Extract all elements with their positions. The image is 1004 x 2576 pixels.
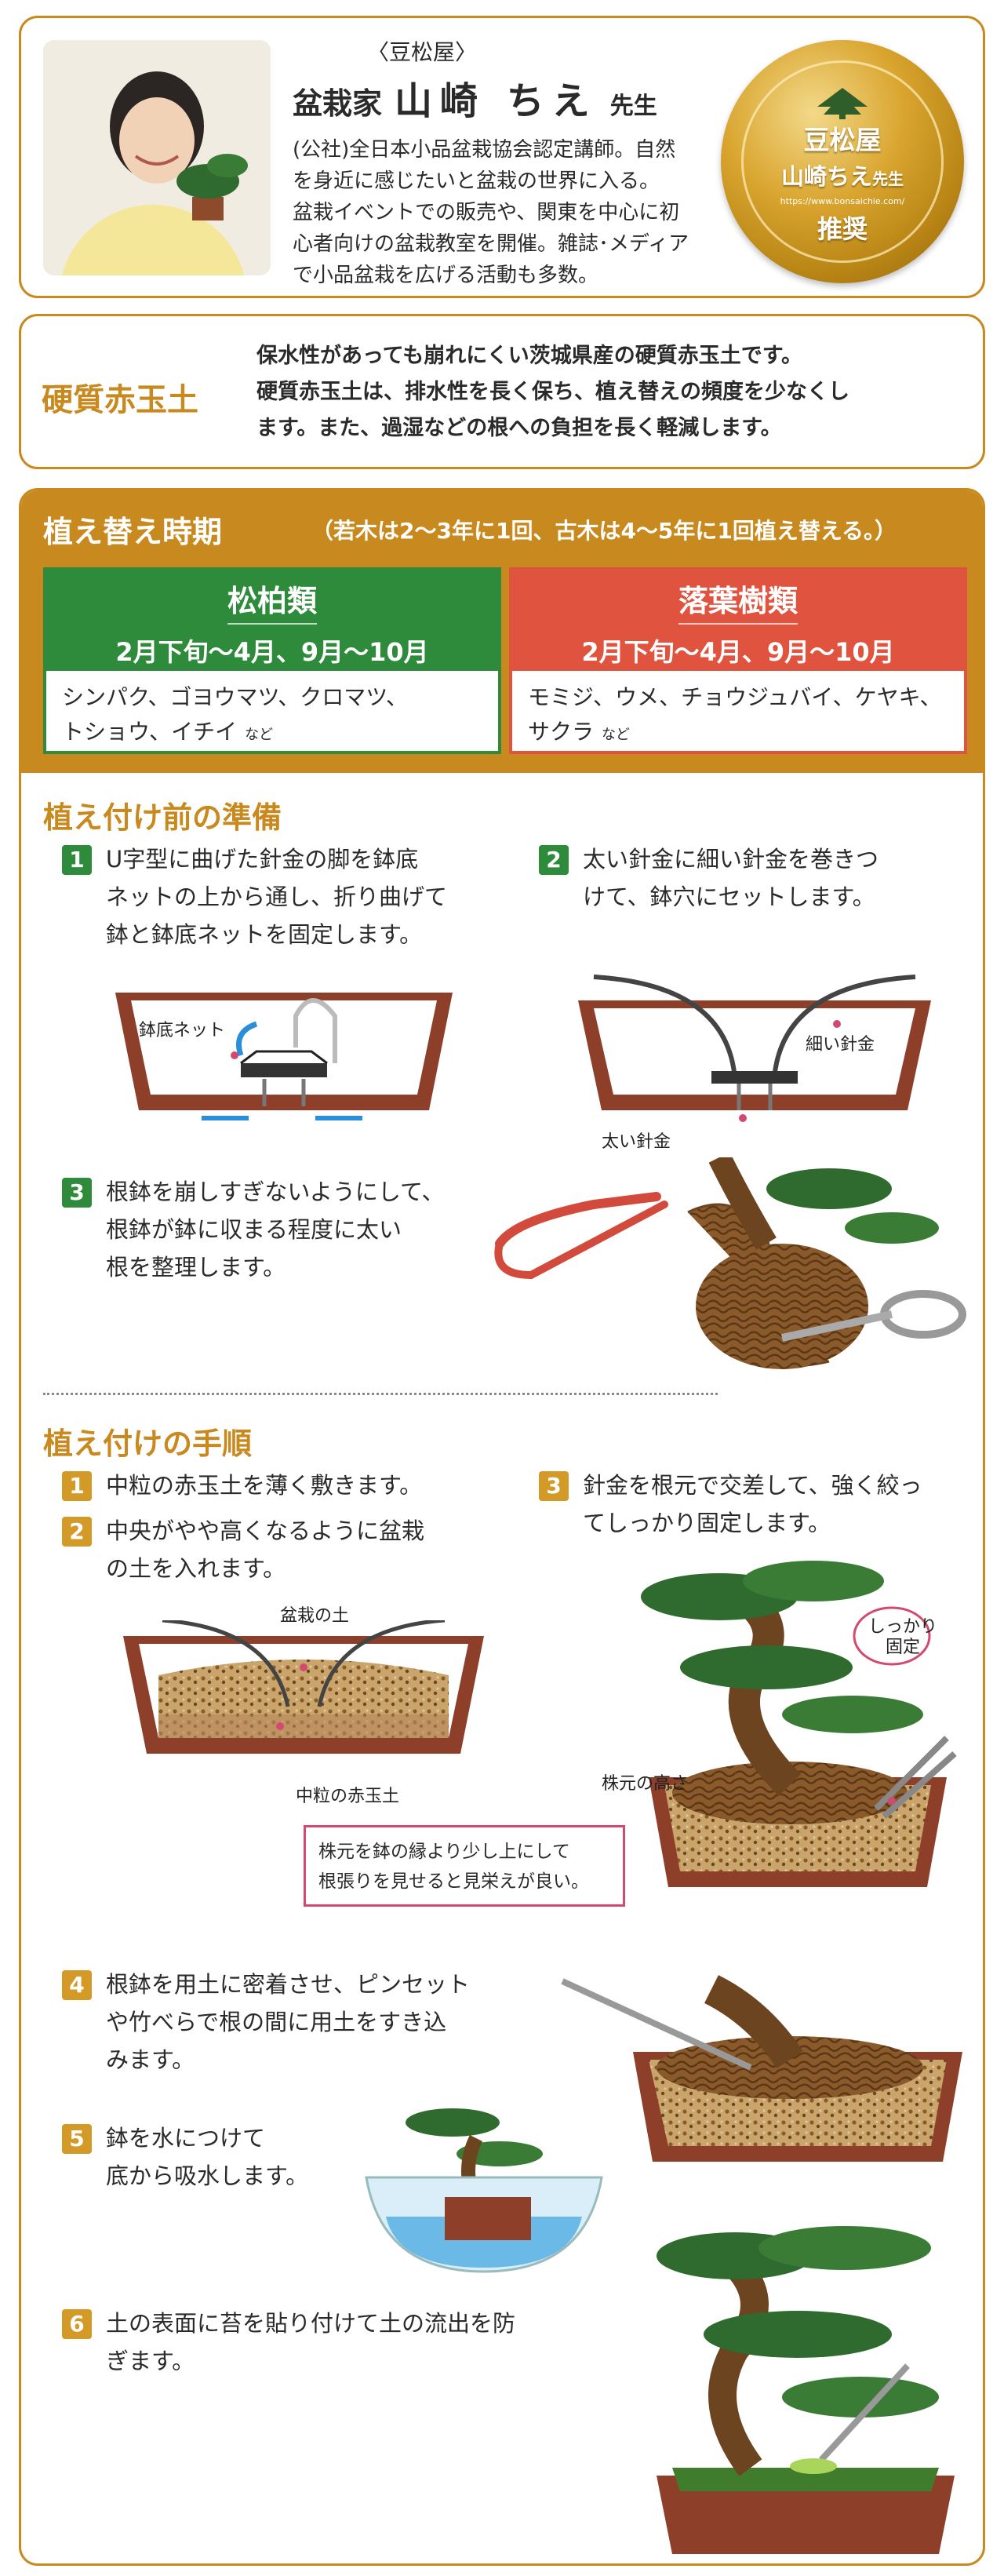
prep-step-3: 3 根鉢を崩しすぎないようにして、根鉢が鉢に収まる程度に太い根を整理します。 [62, 1173, 501, 1286]
teacher-title: 盆栽家 [293, 86, 383, 121]
product-title: 硬質赤玉土 [42, 382, 198, 418]
proc-step-4: 4 根鉢を用土に密着させ、ピンセットや竹べらで根の間に用土をすき込みます。 [62, 1966, 548, 2079]
root-trimming-illustration [494, 1157, 966, 1369]
section-divider [43, 1393, 718, 1395]
seal-url: https://www.bonsaichie.com/ [780, 196, 905, 206]
seal-recommend: 推奨 [817, 214, 868, 244]
card-trees: モミジ、ウメ、チョウジュバイ、ケヤキ、 サクラなど [528, 684, 942, 745]
card-name: 松柏類 [227, 570, 317, 625]
profile-card: 〈豆松屋〉 盆栽家 山崎 ちえ 先生 (公社)全日本小品盆栽協会認定講師。自然 … [19, 16, 985, 298]
soil-filling-illustration [561, 1975, 962, 2162]
timing-card-deciduous: 落葉樹類 2月下旬～4月、9月～10月 モミジ、ウメ、チョウジュバイ、ケヤキ、 … [509, 567, 967, 754]
pot-net-illustration [115, 993, 453, 1120]
moss-illustration [657, 2226, 955, 2554]
label-base-height: 株元の高さ [602, 1774, 689, 1794]
card-trees: シンパク、ゴヨウマツ、クロマツ、 トショウ、イチイなど [62, 684, 409, 745]
soil-pot-illustration [123, 1620, 484, 1754]
label-firm: しっかり固定 [868, 1617, 938, 1657]
pine-fixing-illustration [641, 1561, 957, 1887]
timing-subtitle: （若木は2～3年に1回、古木は4～5年に1回植え替える。） [311, 518, 897, 544]
card-period: 2月下旬～4月、9月～10月 [581, 637, 895, 667]
teacher-name: 山崎 ちえ [395, 79, 598, 123]
proc-step-5: 5 鉢を水につけて底から吸水します。 [62, 2119, 376, 2195]
pine-icon [744, 86, 941, 119]
guide-panel: 植え替え時期 （若木は2～3年に1回、古木は4～5年に1回植え替える。） 松柏類… [19, 488, 985, 2566]
timing-card-conifer: 松柏類 2月下旬～4月、9月～10月 シンパク、ゴヨウマツ、クロマツ、 トショウ… [43, 567, 501, 754]
shop-name: 〈豆松屋〉 [366, 39, 477, 65]
product-description: 保水性があっても崩れにくい茨城県産の硬質赤玉土です。 硬質赤玉土は、排水性を長く… [256, 344, 849, 440]
proc-step-6: 6 土の表面に苔を貼り付けて土の流出を防ぎます。 [62, 2305, 611, 2380]
proc-step-2: 2 中央がやや高くなるように盆栽の土を入れます。 [62, 1512, 548, 1587]
tip-callout: 株元を鉢の縁より少し上にして 根張りを見せると見栄えが良い。 [304, 1825, 625, 1907]
teacher-description: (公社)全日本小品盆栽協会認定講師。自然 を身近に感じたいと盆栽の世界に入る。 … [293, 138, 689, 287]
product-card: 硬質赤玉土 保水性があっても崩れにくい茨城県産の硬質赤玉土です。 硬質赤玉土は、… [19, 314, 985, 469]
teacher-photo [43, 40, 271, 275]
recommendation-seal: 豆松屋 山崎ちえ先生 https://www.bonsaichie.com/ 推… [721, 40, 964, 283]
proc-step-3: 3 針金を根元で交差して、強く絞ってしっかり固定します。 [539, 1467, 983, 1542]
seal-name: 山崎ちえ先生 [780, 163, 904, 190]
label-medium-akadama: 中粒の赤玉土 [296, 1787, 400, 1806]
seal-shop: 豆松屋 [803, 125, 882, 155]
teacher-suffix: 先生 [609, 93, 657, 120]
card-name: 落葉樹類 [678, 570, 798, 625]
label-net: 鉢底ネット [139, 1021, 226, 1040]
timing-band: 植え替え時期 （若木は2～3年に1回、古木は4～5年に1回植え替える。） 松柏類… [21, 490, 983, 773]
water-bowl-illustration [365, 2108, 603, 2273]
pot-wire-illustration [578, 975, 931, 1122]
label-thick-wire: 太い針金 [602, 1132, 671, 1152]
prep-step-2: 2 太い針金に細い針金を巻きつけて、鉢穴にセットします。 [539, 840, 978, 916]
label-thin-wire: 細い針金 [806, 1035, 875, 1055]
prep-title: 植え付け前の準備 [43, 800, 282, 835]
card-period: 2月下旬～4月、9月～10月 [115, 637, 429, 667]
procedure-title: 植え付けの手順 [43, 1426, 253, 1461]
label-bonsai-soil: 盆栽の土 [280, 1606, 350, 1626]
proc-step-1: 1 中粒の赤玉土を薄く敷きます。 [62, 1467, 548, 1504]
timing-title: 植え替え時期 [43, 515, 223, 549]
prep-step-1: 1 U字型に曲げた針金の脚を鉢底ネットの上から通し、折り曲げて鉢と鉢底ネットを固… [62, 840, 501, 953]
